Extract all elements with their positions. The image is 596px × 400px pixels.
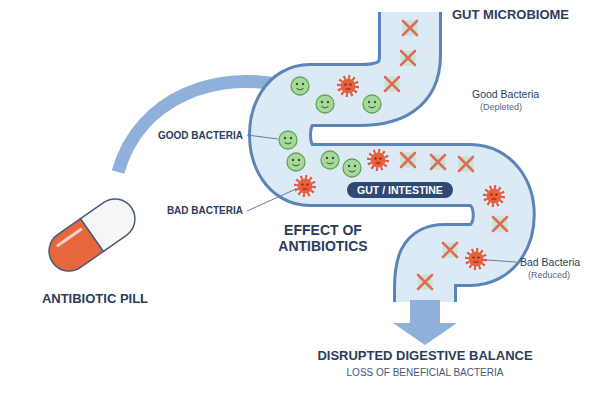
callout-label: Good Bacteria xyxy=(472,88,539,100)
callout-note: (Depleted) xyxy=(480,102,522,112)
gut-tube xyxy=(280,12,504,302)
leader-lines xyxy=(247,135,516,262)
section-label: EFFECT OF ANTIBIOTICS xyxy=(268,222,378,254)
diagram-title: GUT MICROBIOME xyxy=(452,8,569,23)
callout-label: GOOD BACTERIA xyxy=(158,130,243,142)
callout-label: Bad Bacteria xyxy=(520,256,580,268)
pill-illustration xyxy=(41,191,143,279)
down-arrow xyxy=(393,300,457,345)
result-subheading: LOSS OF BENEFICIAL BACTERIA xyxy=(347,367,504,379)
callout-note: (Reduced) xyxy=(528,270,570,280)
label-band: GUT / INTESTINE xyxy=(347,182,453,199)
pill-label: ANTIBIOTIC PILL xyxy=(42,292,148,307)
callout-label: BAD BACTERIA xyxy=(167,205,243,217)
band-text: GUT / INTESTINE xyxy=(357,184,443,196)
result-heading: DISRUPTED DIGESTIVE BALANCE xyxy=(317,349,532,364)
